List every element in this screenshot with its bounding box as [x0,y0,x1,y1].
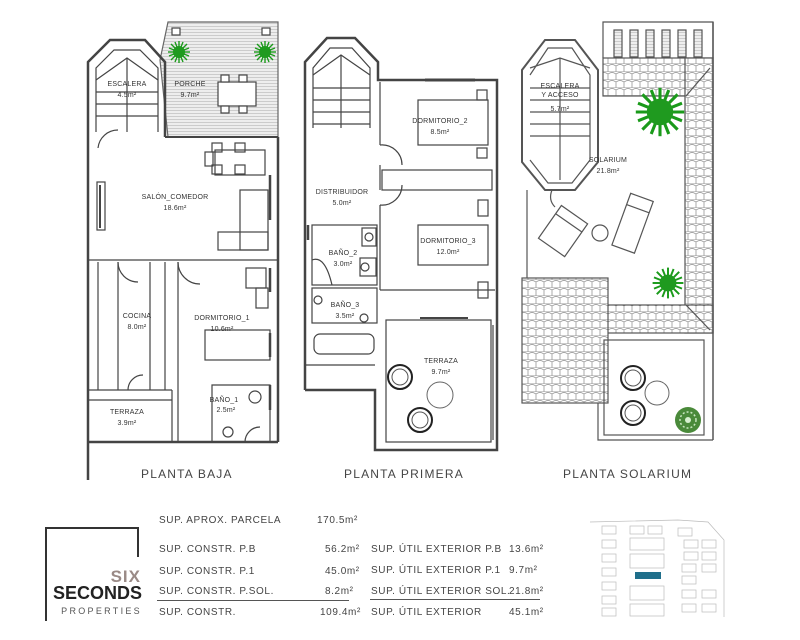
area-terraza-pb: 3.9m² [118,420,137,427]
room-distribuidor: DISTRIBUIDOR [316,189,369,196]
room-bano-1: BAÑO_1 [210,395,239,404]
area-bano-3: 3.5m² [336,313,355,320]
constr-total-rule [157,600,349,601]
planta-primera-plan [303,36,499,452]
area-porche: 9.7m² [181,92,200,99]
room-escalera-sol: ESCALERA [541,83,580,90]
area-dormitorio-3: 12.0m² [437,249,460,256]
room-escalera-sol-2: Y ACCESO [541,92,579,99]
planta-solarium-labels: ESCALERA Y ACCESO 5.7m² SOLARIUM 21.8m² [541,83,627,175]
room-bano-2: BAÑO_2 [329,248,358,257]
area-salon-comedor: 18.6m² [164,205,187,212]
exterior-total-rule [370,599,540,600]
logo-properties: PROPERTIES [61,606,142,616]
room-escalera-pb: ESCALERA [108,81,147,88]
room-bano-3: BAÑO_3 [331,300,360,309]
room-salon-comedor: SALÓN_COMEDOR [142,192,209,201]
area-dormitorio-1: 10.6m² [211,326,234,333]
planta-baja-plan [86,21,280,480]
area-terraza-p1: 9.7m² [432,369,451,376]
room-dormitorio-1: DORMITORIO_1 [194,315,250,322]
planta-solarium-plan [521,21,714,441]
room-porche: PORCHE [174,81,205,88]
area-escalera-sol: 5.7m² [551,106,570,113]
planta-baja-labels: ESCALERA 4.5m² PORCHE 9.7m² SALÓN_COMEDO… [108,81,250,427]
succulent-plant-icon [675,407,701,433]
six-seconds-logo: SIX SECONDS PROPERTIES [45,527,144,621]
room-dormitorio-2: DORMITORIO_2 [412,118,468,125]
area-dormitorio-2: 8.5m² [431,129,450,136]
area-escalera-pb: 4.5m² [118,92,137,99]
logo-six: SIX [110,567,141,586]
room-cocina: COCINA [123,313,152,320]
room-solarium: SOLARIUM [589,157,627,164]
floor-title-planta-primera: PLANTA PRIMERA [344,467,464,481]
area-cocina: 8.0m² [128,324,147,331]
highlighted-plot [635,572,661,579]
area-bano-1: 2.5m² [217,407,236,414]
area-bano-2: 3.0m² [334,261,353,268]
floor-title-planta-baja: PLANTA BAJA [141,467,233,481]
planta-primera-labels: DORMITORIO_2 8.5m² DISTRIBUIDOR 5.0m² DO… [316,118,476,376]
area-distribuidor: 5.0m² [333,200,352,207]
area-solarium: 21.8m² [597,168,620,175]
floor-plans: ESCALERA 4.5m² PORCHE 9.7m² SALÓN_COMEDO… [86,21,714,480]
floor-title-planta-solarium: PLANTA SOLARIUM [563,467,693,481]
room-terraza-pb: TERRAZA [110,409,144,416]
room-dormitorio-3: DORMITORIO_3 [420,238,476,245]
site-location-minimap [589,519,725,617]
room-terraza-p1: TERRAZA [424,358,458,365]
logo-seconds: SECONDS [52,583,142,603]
